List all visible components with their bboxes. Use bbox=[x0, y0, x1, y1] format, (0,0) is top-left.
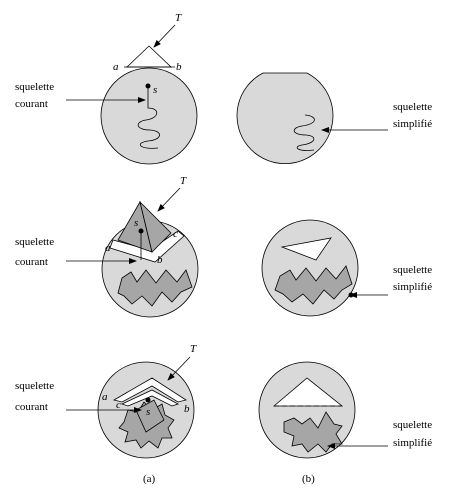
t-pointer-arrow bbox=[167, 356, 191, 381]
caption-b: (b) bbox=[302, 473, 315, 485]
caption-a: (a) bbox=[143, 473, 156, 485]
label-t: T bbox=[180, 175, 187, 187]
panel-b-row2: squelette simplifié bbox=[261, 219, 432, 317]
label-squelette: squelette bbox=[15, 380, 54, 392]
triangle-t bbox=[126, 45, 172, 68]
label-a: a bbox=[105, 242, 111, 254]
label-squelette: squelette bbox=[393, 264, 432, 276]
skeleton-curve bbox=[137, 86, 160, 149]
label-simplifie: simplifié bbox=[393, 281, 432, 293]
label-c: c bbox=[173, 228, 178, 240]
star-region bbox=[283, 411, 343, 453]
jagged-region bbox=[117, 269, 193, 307]
white-triangle bbox=[280, 237, 332, 261]
label-squelette: squelette bbox=[393, 101, 432, 113]
simplified-skeleton-curve bbox=[293, 114, 315, 151]
disk bbox=[261, 219, 359, 317]
label-courant: courant bbox=[15, 401, 48, 413]
label-squelette: squelette bbox=[15, 81, 54, 93]
label-b: b bbox=[184, 403, 190, 415]
label-s: s bbox=[146, 406, 150, 418]
label-b: b bbox=[157, 254, 163, 266]
pyramid-right-face bbox=[139, 200, 172, 253]
inner-chevron bbox=[120, 389, 180, 407]
disk-clipped bbox=[236, 72, 334, 164]
disk bbox=[100, 67, 198, 165]
label-s: s bbox=[153, 84, 157, 96]
label-a: a bbox=[113, 61, 119, 73]
label-t: T bbox=[175, 12, 182, 24]
label-squelette: squelette bbox=[393, 419, 432, 431]
label-squelette: squelette bbox=[15, 236, 54, 248]
label-courant: courant bbox=[15, 98, 48, 110]
label-b: b bbox=[176, 61, 182, 73]
panel-a-row1: T a b s squelette courant bbox=[15, 12, 198, 165]
dark-quad bbox=[135, 399, 165, 433]
skeleton-point bbox=[348, 292, 354, 298]
label-a: a bbox=[102, 391, 108, 403]
outer-chevron bbox=[112, 377, 187, 403]
panel-a-row3: T a b c s squelette courant bbox=[15, 343, 197, 459]
panel-b-row3: squelette simplifié bbox=[258, 361, 432, 459]
label-t: T bbox=[190, 343, 197, 355]
jagged-region bbox=[274, 265, 353, 305]
skeleton-point-s bbox=[145, 397, 151, 403]
t-pointer-arrow bbox=[153, 24, 176, 48]
label-s: s bbox=[134, 217, 138, 229]
label-simplifie: simplifié bbox=[393, 118, 432, 130]
t-pointer-arrow bbox=[157, 187, 181, 212]
label-courant: courant bbox=[15, 256, 48, 268]
label-c: c bbox=[116, 399, 121, 411]
panel-b-row1: squelette simplifié bbox=[236, 72, 432, 164]
label-simplifie: simplifié bbox=[393, 437, 432, 449]
panel-a-row2: T a b c s squelette courant bbox=[15, 175, 199, 318]
